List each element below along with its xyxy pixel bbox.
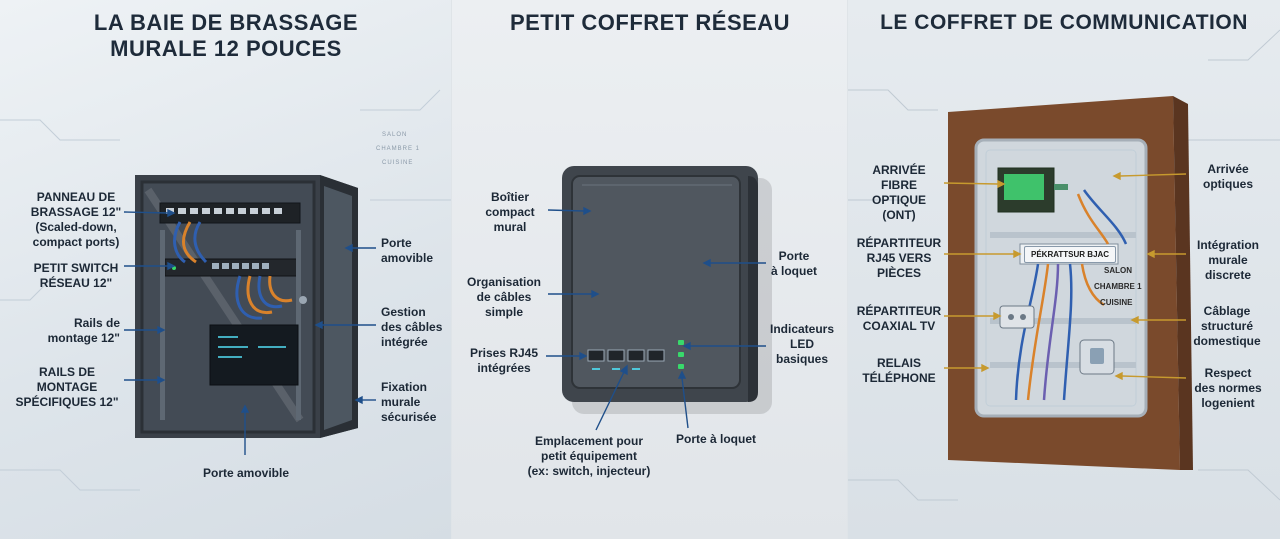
micro-text: SALON xyxy=(382,132,408,138)
label-wall-mount: Fixation murale sécurisée xyxy=(381,380,437,424)
label-leds: Indicateurs LED basiques xyxy=(769,322,835,366)
room-tag: SALON xyxy=(1104,266,1132,275)
rj45-ports xyxy=(587,349,665,362)
panel-title: LE COFFRET DE COMMUNICATION xyxy=(880,11,1248,34)
rack-illustration xyxy=(0,89,452,491)
label-rj45: Prises RJ45 intégrées xyxy=(469,346,539,375)
label-rails-specific: RAILS DE MONTAGE SPÉCIFIQUES 12" xyxy=(15,365,119,409)
label-cable-management: Gestion des câbles intégrée xyxy=(381,305,443,349)
label-cable-organization: Organisation de câbles simple xyxy=(466,275,541,319)
label-fiber-in: ARRIVÉE FIBRE OPTIQUE (ONT) xyxy=(871,163,926,222)
panel-comm-box: LE COFFRET DE COMMUNICATION xyxy=(848,0,1280,539)
label-door-latch-bottom: Porte à loquet xyxy=(675,432,756,446)
rack-device xyxy=(209,324,299,386)
label-phone-relay: RELAIS TÉLÉPHONE xyxy=(862,356,936,385)
label-integration: Intégration murale discrete xyxy=(1197,238,1259,282)
micro-text: CUISINE xyxy=(382,160,414,166)
label-rails: Rails de montage 12" xyxy=(47,316,120,345)
label-optical-in: Arrivée optiques xyxy=(1203,162,1253,191)
room-tag: CUISINE xyxy=(1100,298,1133,307)
panel-title: PETIT COFFRET RÉSEAU xyxy=(509,10,791,35)
label-door-bottom: Porte amovible xyxy=(202,466,290,480)
module-label: PÉKRATTSUR BJAC xyxy=(1024,246,1117,263)
label-standards: Respect des normes logenient xyxy=(1194,366,1262,410)
room-tag: CHAMBRE 1 xyxy=(1094,282,1142,291)
small-box-illustration xyxy=(546,166,772,431)
label-rj45-distributor: RÉPARTITEUR RJ45 VERS PIÈCES xyxy=(856,236,942,280)
box-door xyxy=(571,175,741,389)
micro-text: CHAMBRE 1 xyxy=(376,146,421,152)
label-door-right: Porte amovible xyxy=(381,236,434,265)
coax-splitter xyxy=(999,305,1035,329)
label-door-latch: Porte à loquet xyxy=(770,249,817,278)
led-indicators xyxy=(678,340,684,369)
panel-title: LA BAIE DE BRASSAGE MURALE 12 POUCES xyxy=(93,10,359,61)
label-coax-distributor: RÉPARTITEUR COAXIAL TV xyxy=(856,304,942,333)
panel-rack: LA BAIE DE BRASSAGE MURALE 12 POUCES SAL… xyxy=(0,0,452,539)
label-equipment-slot: Emplacement pour petit équipement (ex: s… xyxy=(527,434,651,478)
label-switch: PETIT SWITCH RÉSEAU 12" xyxy=(33,261,119,290)
label-structured-cabling: Câblage structuré domestique xyxy=(1193,304,1261,348)
label-patch-panel: PANNEAU DE BRASSAGE 12" (Scaled-down, co… xyxy=(30,190,122,249)
panel-small-box: PETIT COFFRET RÉSEAU xyxy=(452,0,848,539)
label-housing: Boîtier compact mural xyxy=(485,190,535,234)
